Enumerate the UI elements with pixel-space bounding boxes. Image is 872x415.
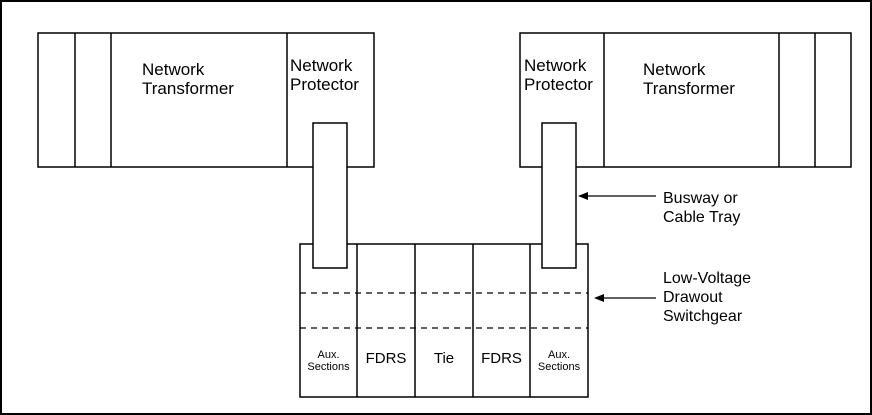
right-transformer-label-1: Network (643, 60, 706, 79)
left-protector-label-1: Network (290, 56, 353, 75)
switchgear-section-label: Sections (307, 361, 350, 373)
left-transformer-label-2: Transformer (142, 79, 234, 98)
right-protector-label-2: Protector (524, 75, 593, 94)
switchgear-arrowhead (594, 294, 604, 302)
switchgear-label-3: Switchgear (663, 308, 743, 325)
busway-arrowhead (578, 192, 588, 200)
switchgear-label-2: Drawout (663, 289, 723, 306)
busway-label-2: Cable Tray (663, 209, 740, 226)
right-transformer-label-2: Transformer (643, 79, 735, 98)
left-protector-label-2: Protector (290, 75, 359, 94)
switchgear-section-label: FDRS (481, 350, 522, 367)
left-busway (312, 122, 348, 269)
switchgear-section-label: FDRS (366, 350, 407, 367)
right-busway (541, 122, 577, 269)
switchgear-section-label: Aux. (317, 349, 339, 361)
switchgear-section-label: Tie (434, 350, 454, 367)
switchgear-label-1: Low-Voltage (663, 270, 751, 287)
right-protector-label-1: Network (524, 56, 587, 75)
switchgear-section-label: Sections (538, 361, 581, 373)
busway-callout: Busway or Cable Tray (578, 190, 740, 226)
switchgear-section-label: Aux. (548, 349, 570, 361)
switchgear-box (299, 243, 589, 398)
left-transformer-label-1: Network (142, 60, 205, 79)
switchgear-callout: Low-Voltage Drawout Switchgear (594, 270, 751, 325)
busway-label-1: Busway or (663, 190, 738, 207)
